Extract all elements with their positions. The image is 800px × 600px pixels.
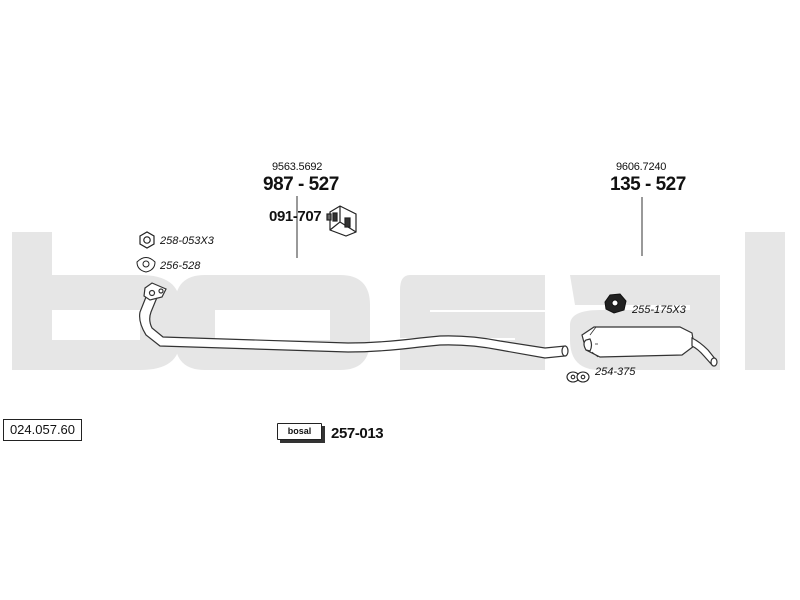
diagram-code: 024.057.60 xyxy=(3,419,82,441)
middle-part-label: 987 - 527 xyxy=(263,174,339,195)
front-pipe xyxy=(139,282,569,359)
front-flange xyxy=(143,282,167,301)
rear-clamp-icon xyxy=(566,371,590,383)
bosal-badge: bosal xyxy=(277,423,322,440)
front-nut-icon xyxy=(139,231,155,249)
front-nut-label: 258-053X3 xyxy=(160,235,214,247)
leader-lines xyxy=(296,196,643,258)
middle-bracket-label: 091-707 xyxy=(269,208,322,225)
front-gasket-icon xyxy=(136,257,156,273)
assembly-kit-label: 257-013 xyxy=(331,425,384,442)
rear-silencer xyxy=(581,326,718,367)
rear-part-label: 135 - 527 xyxy=(610,174,686,195)
middle-ref-label: 9563.5692 xyxy=(272,161,323,173)
rear-ref-label: 9606.7240 xyxy=(616,161,667,173)
rubber-bracket-icon xyxy=(326,205,357,237)
rear-nut-icon xyxy=(604,293,627,314)
front-gasket-label: 256-528 xyxy=(160,260,201,272)
rear-nut-label: 255-175X3 xyxy=(632,304,686,316)
rear-clamp-label: 254-375 xyxy=(595,366,636,378)
